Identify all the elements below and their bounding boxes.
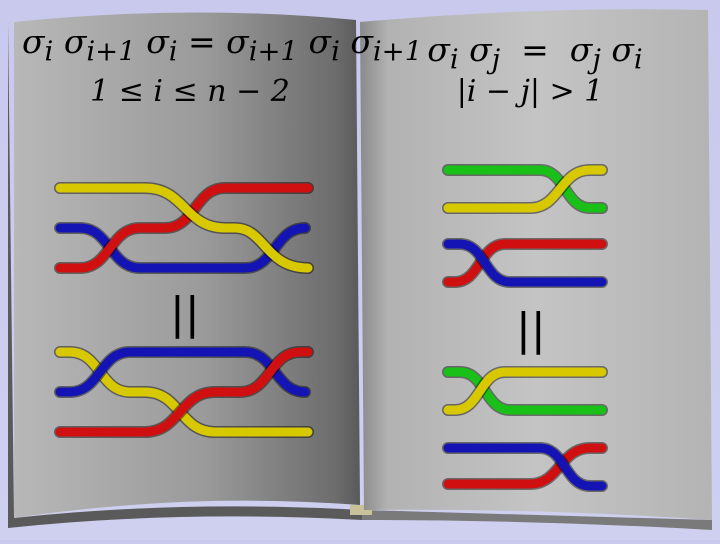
right-relation-formula: σi σj = σj σi — [427, 30, 643, 76]
left-equals-symbol: || — [170, 288, 200, 339]
left-condition: 1 ≤ i ≤ n − 2 — [90, 74, 290, 109]
left-bottom-red-strand — [55, 347, 313, 437]
right-bottom-yellow-strand — [443, 367, 607, 415]
left-bottom-blue-strand — [55, 347, 310, 397]
right-equals-symbol: || — [516, 304, 546, 355]
left-bottom-yellow-strand — [55, 347, 313, 437]
left-relation-formula: σi σi+1 σi = σi+1 σi σi+1 — [22, 22, 423, 68]
right-top-blue-strand — [443, 239, 607, 287]
right-bottom-blue-strand — [443, 443, 607, 491]
right-page-edge — [362, 510, 712, 530]
left-top-yellow-strand — [55, 183, 313, 273]
left-top-blue-strand — [55, 223, 310, 273]
braid-strands — [54, 164, 608, 492]
right-page — [360, 9, 712, 520]
left-top-red-strand — [55, 183, 313, 273]
right-top-yellow-strand — [443, 165, 607, 213]
right-condition: |i − j| > 1 — [456, 74, 604, 109]
